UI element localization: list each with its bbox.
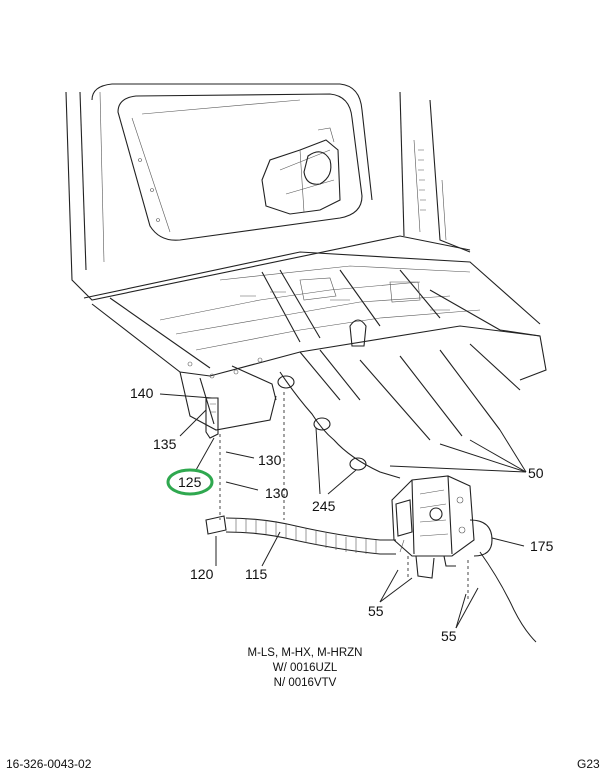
callout-130-lower: 130 (265, 485, 289, 501)
callout-175: 175 (530, 538, 554, 554)
leader-lines (159, 393, 527, 629)
highlight-ring (166, 468, 214, 496)
callout-140: 140 (130, 385, 154, 401)
callout-135: 135 (153, 436, 177, 452)
applicability-models: M-LS, M-HX, M-HRZN (247, 647, 363, 659)
cab-floor-frame (83, 251, 547, 441)
seat-pedestal (261, 127, 341, 215)
callout-120: 120 (190, 566, 214, 582)
sheet-code: G23 (577, 757, 600, 771)
document-number: 16-326-0043-02 (6, 757, 92, 771)
cab-body (65, 83, 471, 301)
harness (277, 371, 401, 479)
callout-115: 115 (245, 566, 268, 582)
callout-50: 50 (528, 465, 544, 481)
conduit (205, 515, 396, 555)
applicability-with: W/ 0016UZL (272, 662, 338, 674)
applicability-note: M-LS, M-HX, M-HRZN W/ 0016UZL N/ 0016VTV (200, 646, 410, 691)
callout-55-right: 55 (441, 628, 457, 644)
dashed-centerlines (219, 392, 469, 600)
callout-245: 245 (312, 498, 336, 514)
module-assembly (391, 475, 537, 643)
callout-55-left: 55 (368, 603, 384, 619)
applicability-not-with: N/ 0016VTV (273, 677, 337, 689)
callout-130-upper: 130 (258, 452, 282, 468)
callout-125: 125 (178, 474, 202, 490)
bracket (205, 397, 219, 439)
